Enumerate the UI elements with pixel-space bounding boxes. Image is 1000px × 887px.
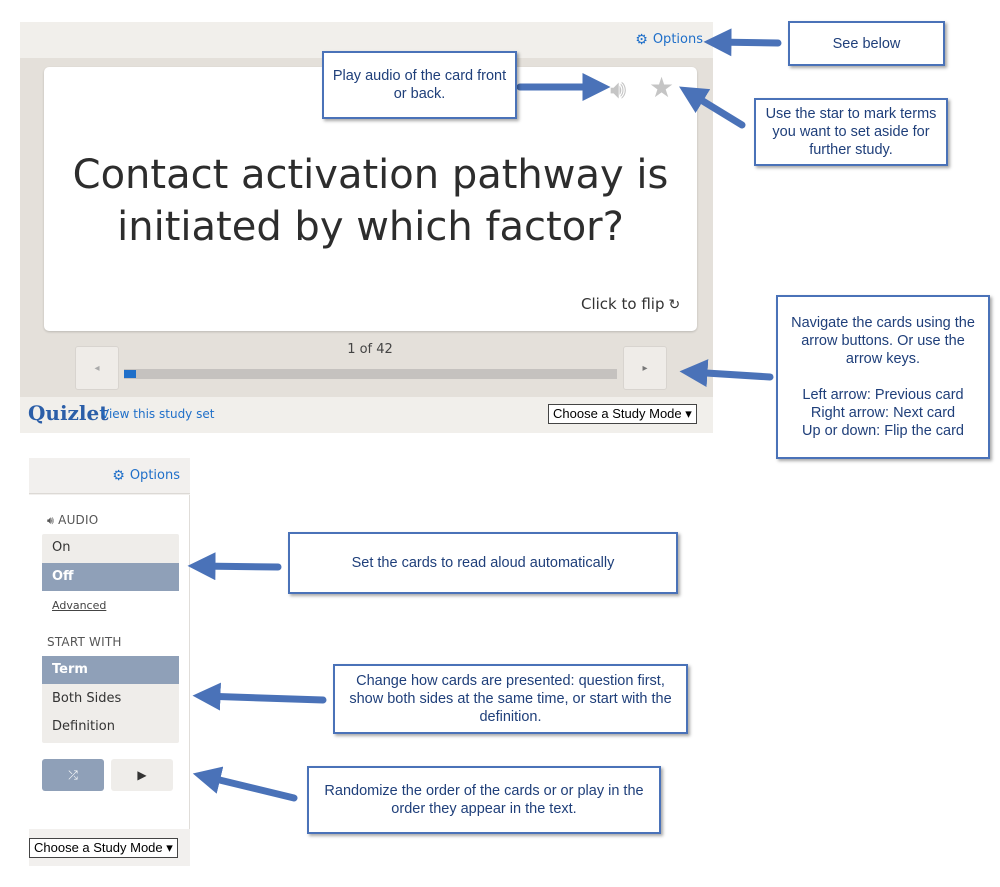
start-with-options: Term Both Sides Definition xyxy=(42,656,179,743)
start-definition-option[interactable]: Definition xyxy=(52,719,115,734)
flip-button[interactable]: Click to flip↻ xyxy=(581,295,680,313)
play-icon: ▶ xyxy=(137,768,147,782)
callout-randomize: Randomize the order of the cards or or p… xyxy=(307,766,661,834)
chevron-right-icon: ▸ xyxy=(642,362,648,374)
quizlet-logo[interactable]: Quizlet xyxy=(28,401,109,425)
arrow-see-below xyxy=(703,28,782,57)
options-button[interactable]: ⚙ Options xyxy=(112,468,180,483)
callout-star: Use the star to mark terms you want to s… xyxy=(754,98,948,166)
next-card-button[interactable]: ▸ xyxy=(623,346,667,390)
audio-on-option[interactable]: On xyxy=(52,540,71,555)
options-panel-header: ⚙ Options xyxy=(29,458,190,494)
arrow-navigate xyxy=(679,359,774,388)
card-counter: 1 of 42 xyxy=(347,342,393,357)
flip-label: Click to flip xyxy=(581,295,665,313)
chevron-left-icon: ◂ xyxy=(94,362,100,374)
arrow-presentation xyxy=(192,682,327,711)
flashcard[interactable]: 🔊︎ ★ Contact activation pathway is initi… xyxy=(44,67,697,331)
view-study-set-link[interactable]: View this study set xyxy=(101,407,215,421)
options-label: Options xyxy=(652,32,703,47)
advanced-audio-link[interactable]: Advanced xyxy=(52,599,107,612)
audio-options: On Off xyxy=(42,534,179,591)
start-both-sides-option[interactable]: Both Sides xyxy=(52,691,122,706)
previous-card-button[interactable]: ◂ xyxy=(75,346,119,390)
widget-footer: Quizlet View this study set Choose a Stu… xyxy=(20,397,713,433)
star-icon[interactable]: ★ xyxy=(649,71,675,104)
study-mode-select[interactable]: Choose a Study Mode ▾ xyxy=(548,404,697,424)
arrow-star xyxy=(679,86,746,129)
options-label: Options xyxy=(129,468,180,483)
start-term-option[interactable]: Term xyxy=(42,656,179,684)
card-term-text: Contact activation pathway is initiated … xyxy=(72,152,669,250)
audio-label: AUDIO xyxy=(58,513,99,527)
callout-read-aloud: Set the cards to read aloud automaticall… xyxy=(288,532,678,594)
speaker-icon: 🔊︎ xyxy=(47,514,55,527)
options-panel-body: 🔊︎ AUDIO On Off Advanced START WITH Term… xyxy=(29,495,190,829)
options-button[interactable]: ⚙ Options xyxy=(635,32,703,47)
play-button[interactable]: ▶ xyxy=(111,759,173,791)
gear-icon: ⚙ xyxy=(112,467,125,484)
progress-bar xyxy=(124,369,617,379)
audio-off-option[interactable]: Off xyxy=(42,563,179,591)
audio-section-label: 🔊︎ AUDIO xyxy=(47,513,98,528)
callout-play-audio: Play audio of the card front or back. xyxy=(322,51,517,119)
study-mode-select[interactable]: Choose a Study Mode ▾ xyxy=(29,838,178,858)
arrow-randomize xyxy=(192,766,298,802)
callout-presentation: Change how cards are presented: question… xyxy=(333,664,688,734)
progress-fill xyxy=(124,370,136,378)
options-panel: ⚙ Options 🔊︎ AUDIO On Off Advanced START… xyxy=(29,458,190,866)
speaker-icon[interactable]: 🔊︎ xyxy=(610,75,627,105)
callout-see-below: See below xyxy=(788,21,945,66)
gear-icon: ⚙ xyxy=(635,31,648,48)
refresh-icon: ↻ xyxy=(668,297,681,313)
callout-navigate: Navigate the cards using the arrow butto… xyxy=(776,295,990,459)
arrow-read-aloud xyxy=(187,552,282,581)
start-with-label: START WITH xyxy=(47,635,122,649)
shuffle-button[interactable]: ⤮ xyxy=(42,759,104,791)
shuffle-icon: ⤮ xyxy=(68,767,78,782)
